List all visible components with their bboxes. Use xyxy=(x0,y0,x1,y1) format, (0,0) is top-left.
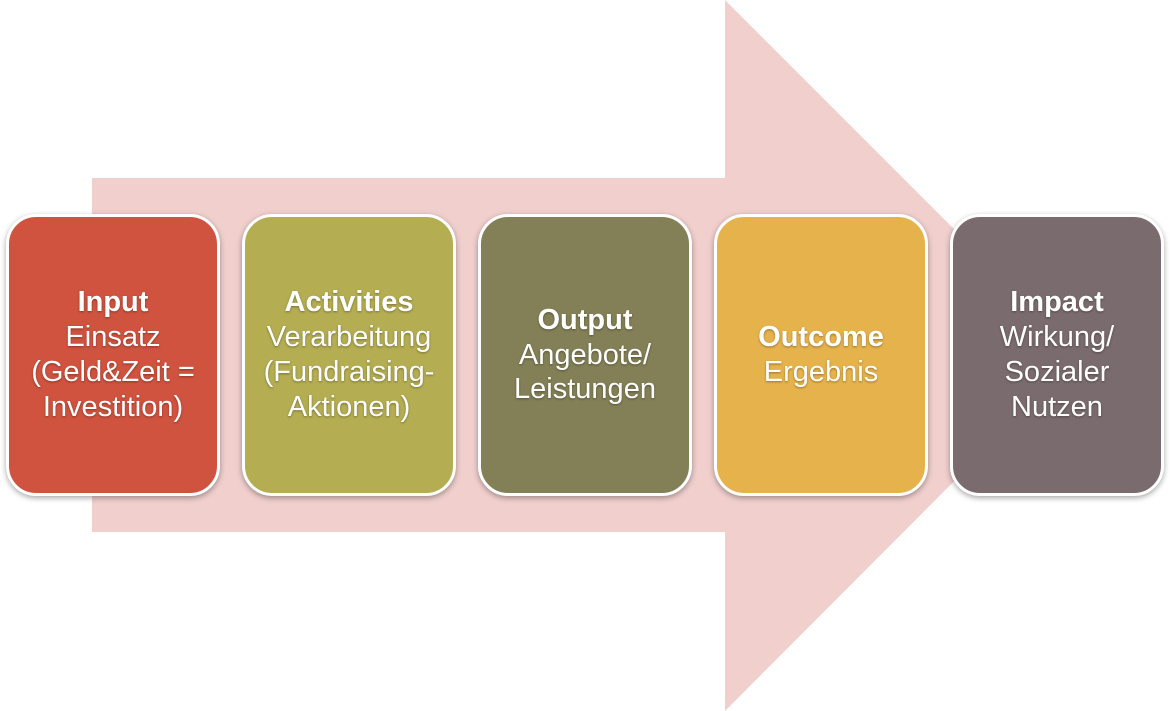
stage-impact: Impact Wirkung/ Sozialer Nutzen xyxy=(950,214,1164,496)
stage-input-title: Input xyxy=(77,286,149,319)
stage-output-title: Output xyxy=(537,303,633,336)
stage-activities-desc: Verarbeitung (Fundraising- Aktionen) xyxy=(263,321,435,423)
stage-activities-title: Activities xyxy=(284,286,414,319)
stage-outcome: Outcome Ergebnis xyxy=(714,214,928,496)
stage-outcome-title: Outcome xyxy=(758,321,884,354)
stage-output: Output Angebote/ Leistungen xyxy=(478,214,692,496)
stage-outcome-desc: Ergebnis xyxy=(763,356,879,388)
stage-impact-desc: Wirkung/ Sozialer Nutzen xyxy=(999,321,1115,423)
stage-impact-title: Impact xyxy=(1010,286,1104,319)
stage-input-desc: Einsatz (Geld&Zeit = Investition) xyxy=(31,321,195,423)
stage-output-desc: Angebote/ Leistungen xyxy=(514,338,656,406)
stage-activities: Activities Verarbeitung (Fundraising- Ak… xyxy=(242,214,456,496)
stage-input: Input Einsatz (Geld&Zeit = Investition) xyxy=(6,214,220,496)
